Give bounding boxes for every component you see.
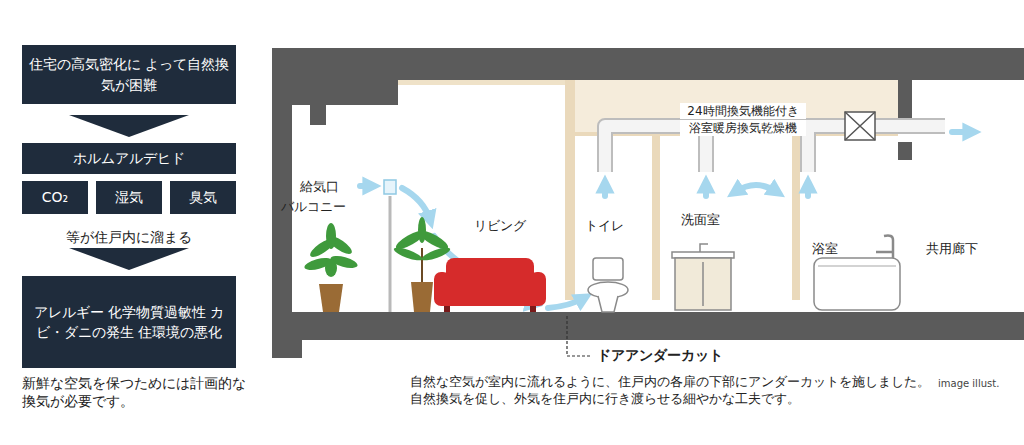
leader-line — [567, 316, 591, 356]
pollutant-box: 臭気 — [170, 181, 236, 214]
box-text: 住宅の高気密化に よって自然換気が困難 — [28, 54, 230, 95]
effect-box: アレルギー 化学物質過敏性 カビ・ダニの発生 住環境の悪化 — [22, 276, 236, 368]
concrete-structure — [272, 48, 1024, 358]
room-label: 洗面室 — [679, 211, 722, 229]
room-label: トイレ — [585, 217, 624, 235]
balcony-sash — [384, 180, 396, 312]
box-text: 湿気 — [115, 187, 143, 207]
pollutant-box: ホルムアルデヒド — [22, 143, 236, 174]
room-label: 共用廊下 — [926, 240, 978, 258]
plant — [393, 217, 452, 312]
cause-box: 住宅の高気密化に よって自然換気が困難 — [22, 45, 236, 104]
box-text: 臭気 — [189, 187, 217, 207]
pollutant-box: 湿気 — [96, 181, 162, 214]
box-text: CO₂ — [42, 187, 68, 207]
note-text: 等が住戸内に溜まる — [22, 228, 236, 247]
caption: 自然な空気が室内に流れるように、住戸内の各扉の下部にアンダーカットを施しました。… — [410, 374, 940, 408]
equipment-label: 24時間換気機能付き — [680, 103, 806, 119]
box-text: アレルギー 化学物質過敏性 カビ・ダニの発生 住環境の悪化 — [28, 302, 230, 343]
watermark: image illust. — [938, 377, 999, 391]
room-label: 浴室 — [812, 240, 838, 258]
note-text: 新鮮な空気を保つためには計画的な換気が必要です。 — [22, 374, 254, 410]
room-label: リビング — [474, 217, 526, 235]
room-label: バルコニー — [281, 198, 346, 216]
toilet — [588, 258, 628, 312]
flow-arrow — [69, 115, 189, 137]
ventilation-unit — [845, 112, 875, 140]
equipment-label: 浴室暖房換気乾燥機 — [680, 120, 806, 136]
sofa — [434, 258, 546, 312]
callout-label: ドアアンダーカット — [597, 346, 723, 365]
room-label: 給気口 — [300, 178, 339, 196]
flow-arrow — [69, 248, 189, 270]
vanity — [672, 244, 734, 310]
box-text: ホルムアルデヒド — [73, 148, 185, 168]
plant — [303, 223, 359, 312]
pollutant-box: CO₂ — [22, 181, 88, 214]
